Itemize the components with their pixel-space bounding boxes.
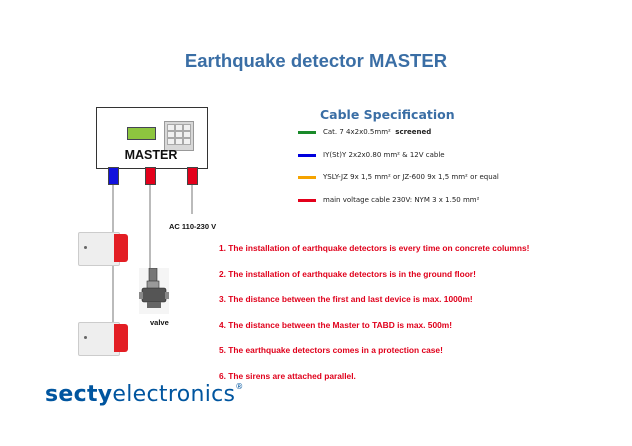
cable-color-swatch	[298, 153, 316, 157]
installation-note: 6. The sirens are attached parallel.	[219, 371, 356, 381]
cable-color-swatch	[298, 175, 316, 179]
terminal-red-supply	[187, 167, 198, 185]
installation-note: 5. The earthquake detectors comes in a p…	[219, 345, 443, 355]
cable-spec-text: IY(St)Y 2x2x0.80 mm² & 12V cable	[323, 151, 445, 159]
terminal-blue	[108, 167, 119, 185]
supply-voltage-label: AC 110-230 V	[169, 222, 217, 231]
cable-spec-item: IY(St)Y 2x2x0.80 mm² & 12V cable	[298, 148, 445, 162]
siren-icon	[78, 232, 128, 266]
keypad-icon	[164, 121, 194, 151]
cable-spec-item: Cat. 7 4x2x0.5mm² screened	[298, 125, 431, 139]
logo-text-secty: secty	[45, 382, 113, 407]
cable-spec-bold-text: screened	[395, 128, 432, 136]
siren-icon	[78, 322, 128, 356]
cable-color-swatch	[298, 130, 316, 134]
cable-spec-text: YSLY-JZ 9x 1,5 mm² or JZ-600 9x 1,5 mm² …	[323, 173, 499, 181]
company-logo: sectyelectronics®	[45, 382, 244, 407]
installation-note: 3. The distance between the first and la…	[219, 294, 473, 304]
cable-spec-text: Cat. 7 4x2x0.5mm²	[323, 128, 391, 136]
cable-spec-item: YSLY-JZ 9x 1,5 mm² or JZ-600 9x 1,5 mm² …	[298, 170, 499, 184]
cable-spec-item: main voltage cable 230V: NYM 3 x 1.50 mm…	[298, 193, 479, 207]
installation-note: 1. The installation of earthquake detect…	[219, 243, 530, 253]
master-label: MASTER	[124, 148, 178, 162]
installation-note: 2. The installation of earthquake detect…	[219, 269, 476, 279]
registered-mark: ®	[235, 382, 244, 391]
lcd-display-icon	[127, 127, 156, 140]
terminal-red-valve	[145, 167, 156, 185]
gas-valve-icon	[139, 267, 169, 314]
installation-note: 4. The distance between the Master to TA…	[219, 320, 453, 330]
cable-spec-title: Cable Specification	[320, 107, 455, 122]
logo-text-electronics: electronics	[112, 382, 236, 407]
page-title: Earthquake detector MASTER	[184, 50, 448, 71]
cable-color-swatch	[298, 198, 316, 202]
cable-spec-text: main voltage cable 230V: NYM 3 x 1.50 mm…	[323, 196, 480, 204]
valve-label: valve	[150, 318, 169, 327]
